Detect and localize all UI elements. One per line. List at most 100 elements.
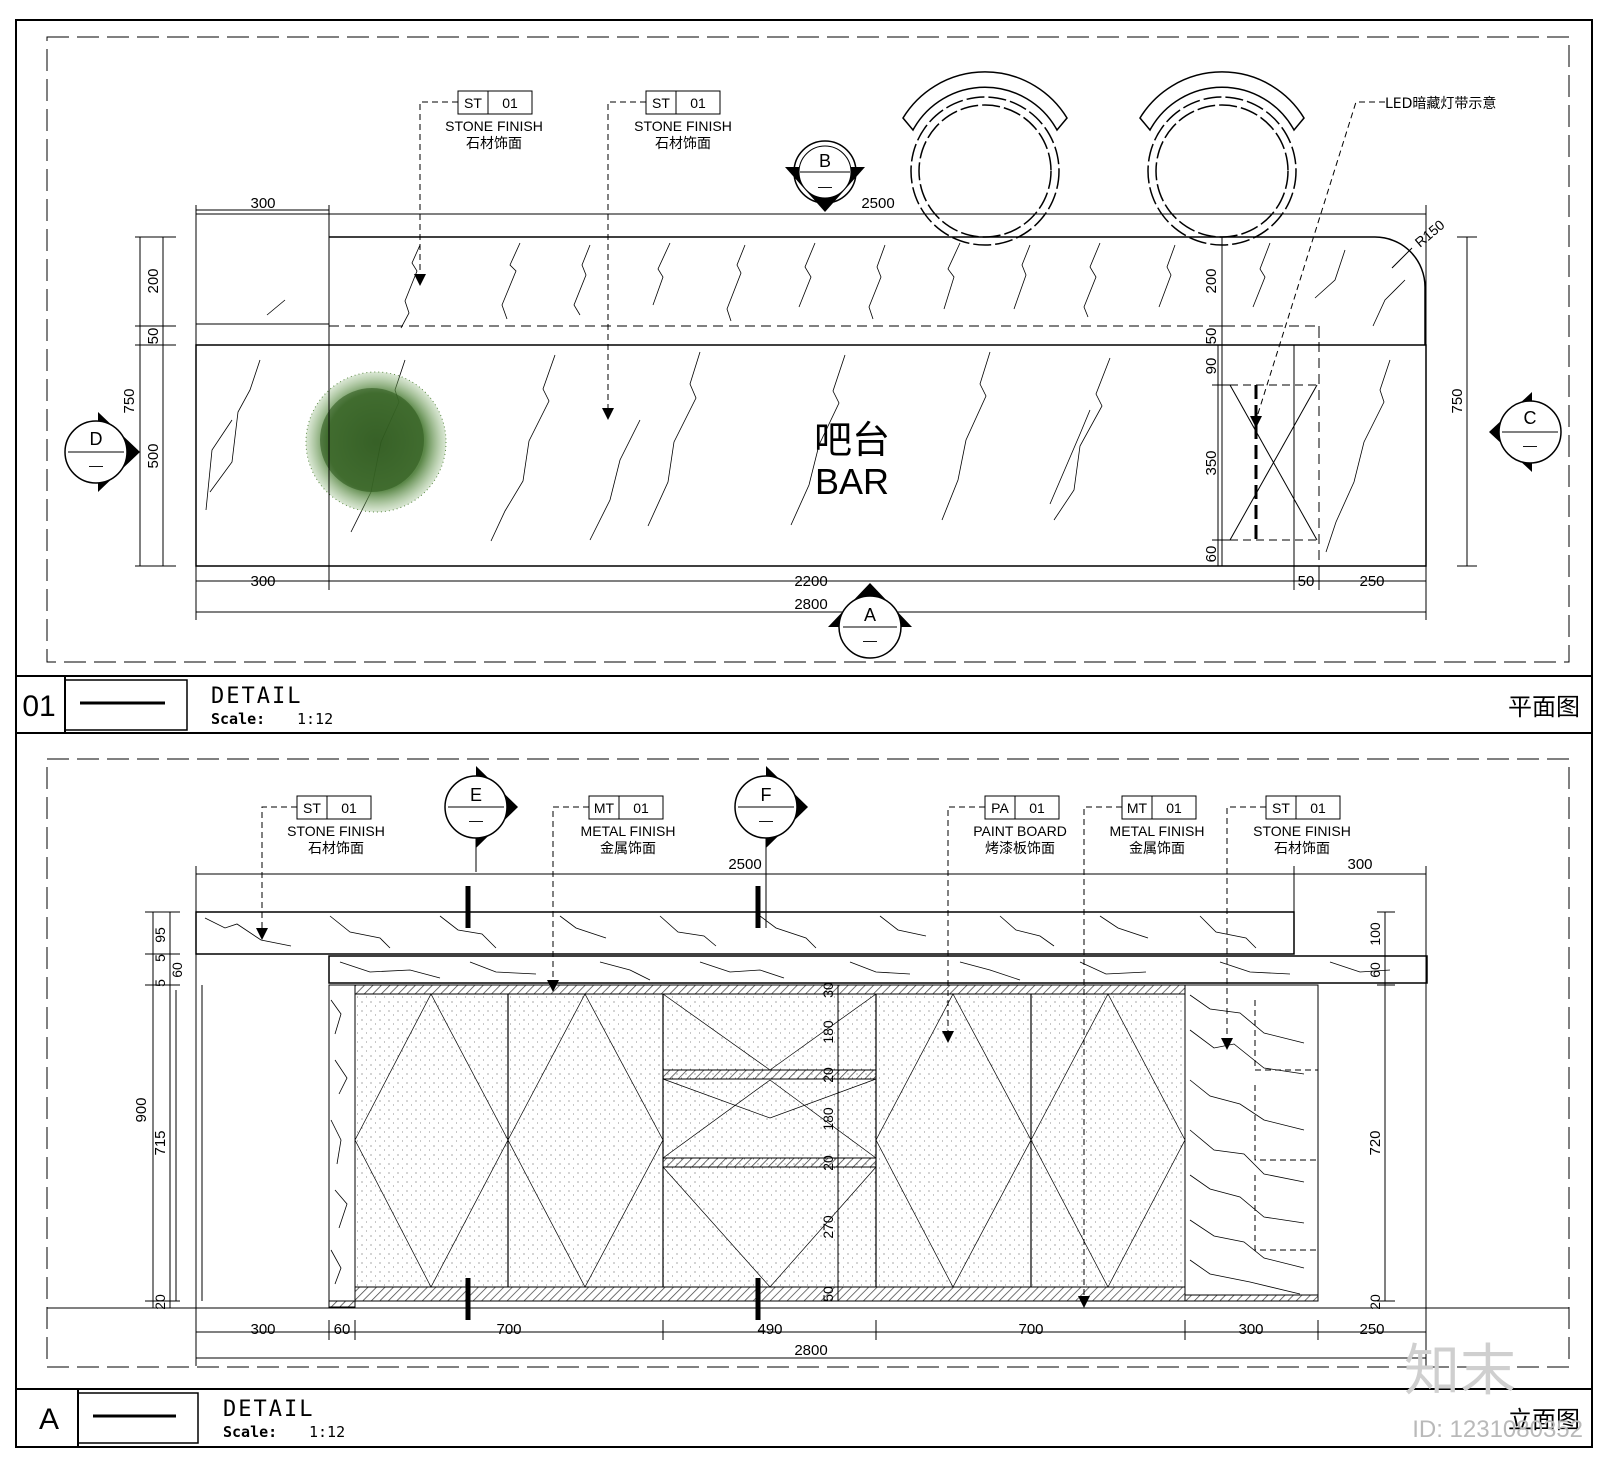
dim-text: 5 [152, 954, 168, 962]
callout-code: ST [1272, 800, 1290, 816]
dim-text: 2800 [794, 596, 827, 613]
right-stone-panel [1184, 984, 1319, 1302]
detail-word: DETAIL [211, 684, 302, 709]
callout-cn: 金属饰面 [600, 841, 656, 857]
callout-num: 01 [341, 800, 357, 816]
dim-text: 60 [1203, 546, 1220, 563]
section-marker-b[interactable]: B — [785, 140, 865, 212]
callout-num: 01 [633, 800, 649, 816]
dim-text: 20 [152, 1294, 168, 1310]
elev-callout-1: ST 01 STONE FINISH 石材饰面 [256, 795, 385, 940]
dim-text: 700 [496, 1321, 521, 1338]
bar-stools [902, 71, 1305, 246]
view-title: 立面图 [1508, 1406, 1580, 1434]
cabinet-doors [354, 993, 1186, 1288]
dim-text: 30 [820, 982, 836, 998]
dim-text: 700 [1018, 1321, 1043, 1338]
dim-text: 2200 [794, 573, 827, 590]
plan-view: 吧台 BAR 300 2500 300 2200 50 250 2800 [64, 71, 1562, 659]
section-marker-c[interactable]: C — [1489, 392, 1562, 472]
detail-number: 01 [22, 690, 55, 723]
led-note: LED暗藏灯带示意 [1385, 95, 1496, 112]
dim-text: 715 [152, 1130, 169, 1155]
callout-en: STONE FINISH [287, 823, 385, 839]
callout-cn: 石材饰面 [655, 136, 711, 152]
marker-letter: D [90, 429, 103, 449]
lower-counter-slab [328, 955, 1428, 984]
callout-en: PAINT BOARD [973, 823, 1067, 839]
marker-sub: — [469, 812, 483, 828]
dim-text: 100 [1367, 922, 1383, 946]
metal-kick-band [354, 1286, 1186, 1302]
callout-cn: 石材饰面 [1274, 841, 1330, 857]
section-marker-e[interactable]: E — [444, 766, 518, 848]
dim-text: 720 [1367, 1130, 1384, 1155]
detail-number: A [39, 1403, 59, 1436]
callout-code: PA [991, 800, 1009, 816]
scale-value: 1:12 [309, 1423, 345, 1441]
callout-code: MT [594, 800, 615, 816]
elevation-title-block: A DETAIL Scale: 1:12 立面图 [39, 1389, 1580, 1447]
marker-sub: — [863, 632, 877, 648]
dim-text: 250 [1359, 1321, 1384, 1338]
callout-cn: 石材饰面 [466, 136, 522, 152]
marker-sub: — [1523, 437, 1537, 453]
callout-code: ST [303, 800, 321, 816]
callout-cn: 金属饰面 [1129, 841, 1185, 857]
dim-text: 180 [820, 1107, 836, 1131]
dim-text: 250 [1359, 573, 1384, 590]
callout-en: STONE FINISH [634, 118, 732, 134]
dim-text: 95 [152, 927, 168, 943]
callout-cn: 烤漆板饰面 [985, 841, 1055, 857]
scale-label: Scale: [223, 1423, 277, 1441]
dim-text: 90 [1203, 358, 1220, 375]
marker-sub: — [89, 457, 103, 473]
view-title: 平面图 [1508, 693, 1580, 721]
dim-text: 50 [145, 328, 162, 345]
dim-text: 500 [145, 443, 162, 468]
dim-text: 60 [334, 1321, 351, 1338]
dim-text: 20 [820, 1067, 836, 1083]
dim-text: 300 [1238, 1321, 1263, 1338]
watermark-brand: 知末 [1404, 1339, 1516, 1404]
callout-code: ST [652, 95, 670, 111]
radius-note: R150 [1412, 216, 1448, 250]
dim-text: 2500 [728, 856, 761, 873]
callout-code: ST [464, 95, 482, 111]
callout-num: 01 [1310, 800, 1326, 816]
section-marker-d[interactable]: D — [64, 412, 140, 492]
marker-letter: E [470, 785, 482, 805]
callout-num: 01 [690, 95, 706, 111]
dim-text: 200 [145, 268, 162, 293]
marker-letter: F [761, 785, 772, 805]
dim-text: 750 [121, 388, 138, 413]
dim-text: 300 [1347, 856, 1372, 873]
dim-text: 900 [133, 1097, 150, 1122]
marker-letter: A [864, 605, 876, 625]
dim-text: 2800 [794, 1342, 827, 1359]
dim-text: 20 [820, 1155, 836, 1171]
callout-cn: 石材饰面 [308, 841, 364, 857]
metal-top-band [354, 984, 1186, 995]
elev-callout-2: MT 01 METAL FINISH 金属饰面 [547, 795, 675, 992]
bar-top-back [329, 236, 1426, 345]
plan-viewport [46, 36, 1570, 663]
dim-text: 50 [820, 1286, 836, 1302]
elev-callout-5: ST 01 STONE FINISH 石材饰面 [1221, 795, 1351, 1050]
plan-callout-1: ST 01 STONE FINISH 石材饰面 [414, 90, 543, 286]
plan-title-block: 01 DETAIL Scale: 1:12 平面图 [22, 676, 1580, 733]
marker-sub: — [759, 812, 773, 828]
callout-num: 01 [1029, 800, 1045, 816]
dim-text: 60 [169, 962, 185, 978]
bar-label-cn: 吧台 [814, 418, 890, 462]
callout-num: 01 [502, 95, 518, 111]
dim-text: 2500 [861, 195, 894, 212]
marker-letter: B [819, 151, 831, 171]
dim-text: 300 [250, 195, 275, 212]
section-marker-f[interactable]: F — [734, 766, 808, 848]
watermark-id: ID: 1231080352 [1412, 1416, 1583, 1443]
watermark: 知末 ID: 1231080352 [1404, 1339, 1583, 1443]
section-marker-a[interactable]: A — [828, 583, 912, 659]
callout-en: STONE FINISH [445, 118, 543, 134]
